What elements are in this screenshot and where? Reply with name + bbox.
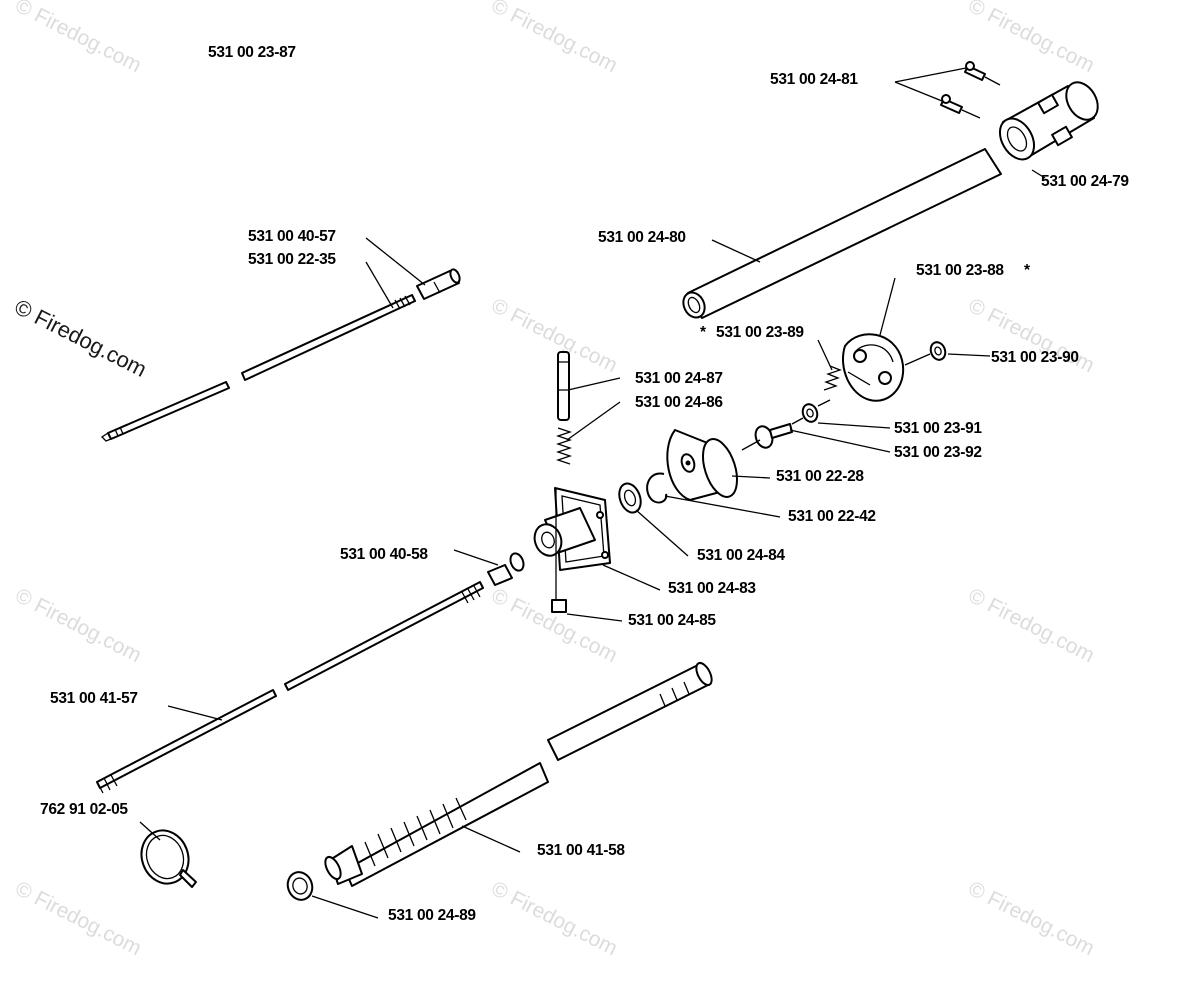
- part-label: 531 00 24-89: [388, 907, 476, 924]
- washer-small: [801, 403, 819, 423]
- washer: [929, 341, 947, 361]
- part-label: 531 00 23-92: [894, 444, 982, 461]
- part-label: 531 00 22-42: [788, 508, 876, 525]
- shaft-tube: [682, 148, 1002, 319]
- part-label: 762 91 02-05: [40, 801, 128, 818]
- handle-clamp: [998, 81, 1099, 161]
- lower-drive-shaft: [96, 581, 484, 794]
- outer-shaft-tube: [324, 661, 713, 887]
- part-label: 531 00 40-57: [248, 228, 336, 245]
- part-label: 531 00 41-57: [50, 690, 138, 707]
- assembly-axis: [741, 353, 931, 451]
- lock-spring: [555, 427, 573, 465]
- part-label: 531 00 24-80: [598, 229, 686, 246]
- asterisk-mark: *: [700, 324, 706, 341]
- part-label: 531 00 24-84: [697, 547, 785, 564]
- gear-housing: [533, 487, 611, 610]
- retaining-ring: [646, 472, 668, 504]
- part-label: 531 00 23-88: [916, 262, 1004, 279]
- part-label: 531 00 41-58: [537, 842, 625, 859]
- part-label: 531 00 23-90: [991, 349, 1079, 366]
- clutch-spring: [823, 365, 842, 391]
- part-label: 531 00 24-83: [668, 580, 756, 597]
- clamp-screws: [940, 61, 1001, 119]
- hose-clamp: [140, 829, 197, 888]
- clutch-bolt: [754, 423, 793, 449]
- part-label: 531 00 23-89: [716, 324, 804, 341]
- o-ring: [286, 871, 314, 901]
- part-label: 531 00 24-85: [628, 612, 716, 629]
- housing-screw: [551, 599, 567, 613]
- clutch-drum: [666, 429, 739, 501]
- bearing: [618, 482, 642, 514]
- part-label: 531 00 24-86: [635, 394, 723, 411]
- upper-drive-shaft: [100, 294, 416, 442]
- clutch-shoes: [842, 333, 905, 402]
- part-label: 531 00 24-87: [635, 370, 723, 387]
- part-label: 531 00 23-87: [208, 44, 296, 61]
- part-label: 531 00 24-79: [1041, 173, 1129, 190]
- part-label: 531 00 22-28: [776, 468, 864, 485]
- shaft-coupler: [416, 268, 461, 300]
- part-label: 531 00 22-35: [248, 251, 336, 268]
- part-label: 531 00 40-58: [340, 546, 428, 563]
- asterisk-mark: *: [1024, 262, 1030, 279]
- part-label: 531 00 23-91: [894, 420, 982, 437]
- input-coupler: [487, 552, 525, 586]
- leader-lines: [139, 67, 1046, 919]
- lock-pin: [557, 351, 570, 421]
- part-label: 531 00 24-81: [770, 71, 858, 88]
